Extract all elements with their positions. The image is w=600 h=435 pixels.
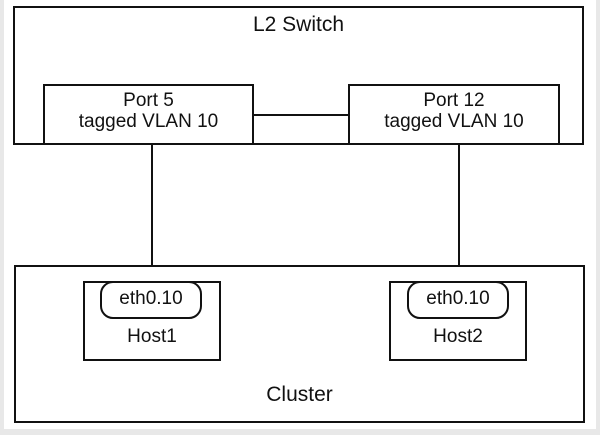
switch-port-12-label: Port 12 tagged VLAN 10 — [348, 90, 560, 133]
cable-port12-to-host2 — [458, 143, 460, 283]
cable-port5-to-host1 — [151, 143, 153, 283]
diagram-canvas: L2 Switch Port 5 tagged VLAN 10 Port 12 … — [4, 0, 596, 429]
host2-name-label: Host2 — [433, 326, 483, 347]
switch-port-12-box[interactable] — [348, 84, 560, 145]
host2-nic-box[interactable] — [407, 281, 509, 319]
cluster-title: Cluster — [266, 383, 333, 406]
host1-nic-box[interactable] — [100, 281, 202, 319]
switch-port-5-box[interactable] — [43, 84, 254, 145]
switch-port-5-name: Port 5 — [123, 90, 174, 111]
host2-nic-label: eth0.10 — [426, 288, 490, 309]
switch-port-5-vlan: tagged VLAN 10 — [78, 111, 219, 133]
host1-nic-label: eth0.10 — [119, 288, 183, 309]
l2-switch-title: L2 Switch — [252, 13, 345, 36]
port-to-port-link — [252, 114, 350, 116]
switch-port-5-label: Port 5 tagged VLAN 10 — [43, 90, 254, 133]
switch-port-12-name: Port 12 — [423, 90, 485, 111]
switch-port-12-vlan: tagged VLAN 10 — [384, 111, 524, 133]
host1-name-label: Host1 — [127, 326, 177, 347]
